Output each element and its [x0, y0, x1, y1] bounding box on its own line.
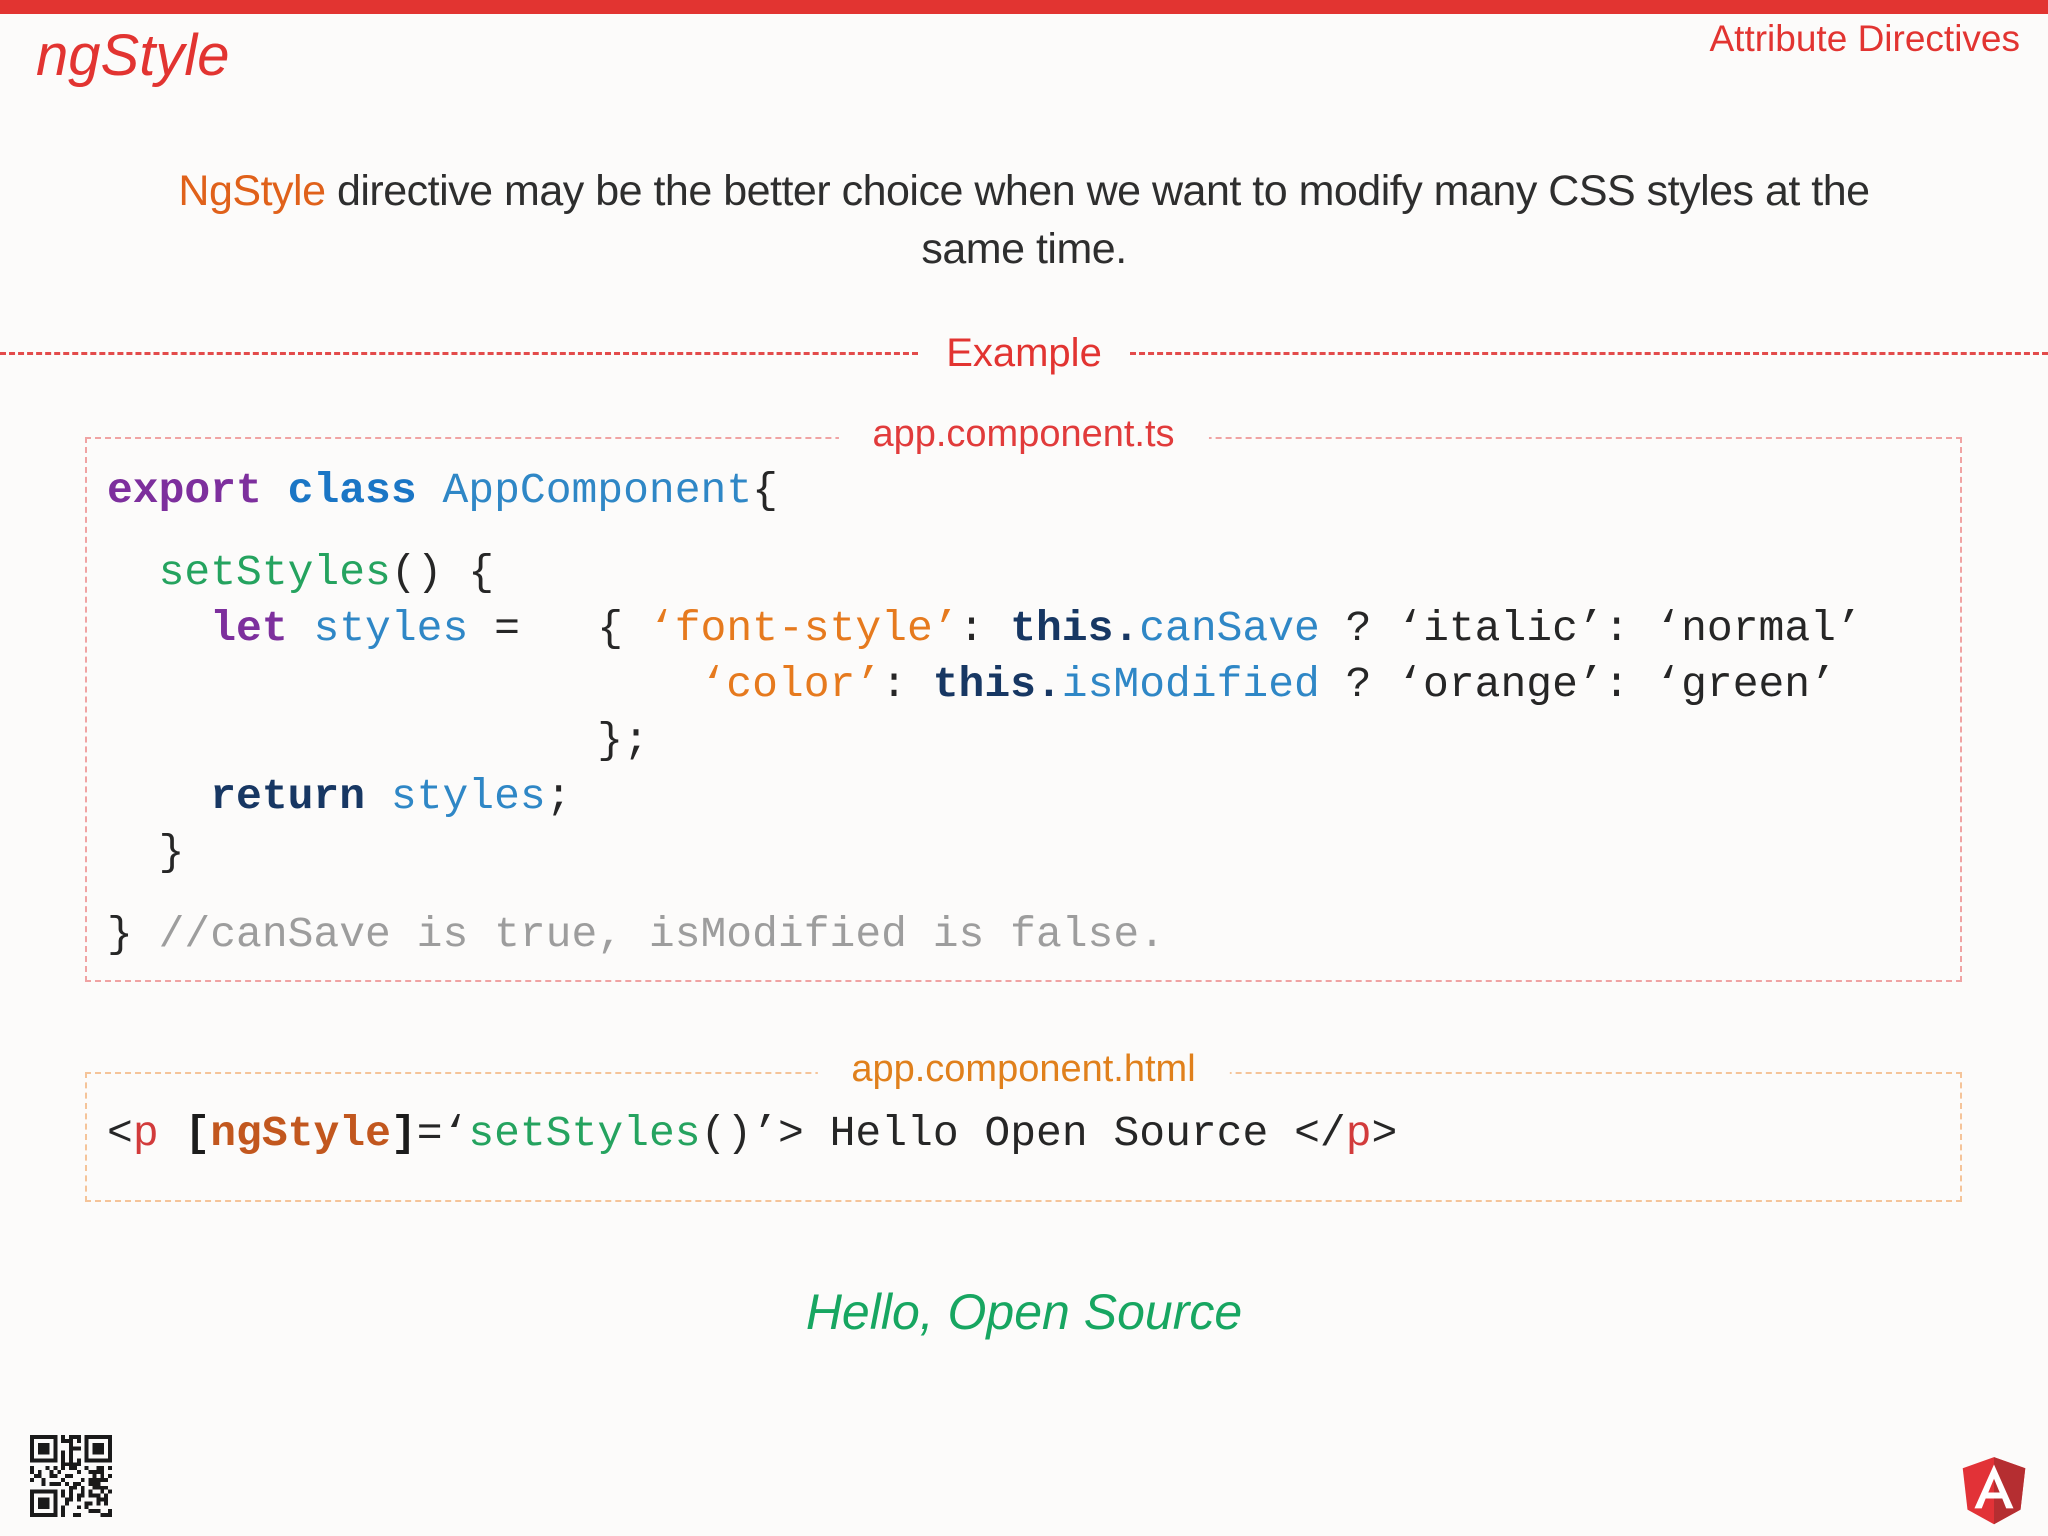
code-line: [107, 519, 1960, 545]
angular-logo-icon: [1962, 1457, 2026, 1525]
divider-line-left: [0, 351, 919, 355]
divider-label: Example: [946, 331, 1102, 375]
html-code: <p [ngStyle]=‘setStyles()’> Hello Open S…: [87, 1074, 1960, 1162]
intro-line-1-text: directive may be the better choice when …: [325, 167, 1870, 215]
code-line: let styles = { ‘font-style’: this.canSav…: [210, 604, 1862, 653]
code-line: ‘color’: this.isModified ? ‘orange’: ‘gr…: [700, 660, 1836, 709]
top-bar: [0, 0, 2048, 14]
code-line: };: [107, 716, 649, 765]
html-code-box: app.component.html <p [ngStyle]=‘setStyl…: [85, 1048, 1962, 1202]
code-line: }: [107, 828, 185, 877]
ts-code: export class AppComponent{ setStyles() {…: [87, 439, 1960, 963]
ts-box-label: app.component.ts: [838, 413, 1209, 456]
example-divider: Example: [0, 330, 2048, 376]
code-line: <p [ngStyle]=‘setStyles()’> Hello Open S…: [107, 1109, 1398, 1158]
intro-line-2: same time.: [921, 225, 1127, 273]
divider-line-right: [1129, 351, 2048, 355]
page-title: ngStyle: [36, 23, 230, 88]
ts-code-box: app.component.ts export class AppCompone…: [85, 413, 1962, 982]
intro-highlight: NgStyle: [178, 167, 326, 215]
qr-code: [30, 1435, 112, 1517]
rendered-output-text: Hello, Open Source: [805, 1284, 1243, 1340]
code-line: export class AppComponent{: [107, 466, 778, 515]
intro-paragraph: NgStyle directive may be the better choi…: [0, 162, 2048, 278]
html-box-label: app.component.html: [817, 1048, 1230, 1091]
code-line: } //canSave is true, isModified is false…: [107, 910, 1165, 959]
code-line: [107, 881, 1960, 907]
section-label: Attribute Directives: [1709, 18, 2021, 59]
code-line: return styles;: [210, 772, 572, 821]
code-line: setStyles() {: [158, 548, 495, 597]
intro-line-1: NgStyle directive may be the better choi…: [0, 162, 2048, 220]
